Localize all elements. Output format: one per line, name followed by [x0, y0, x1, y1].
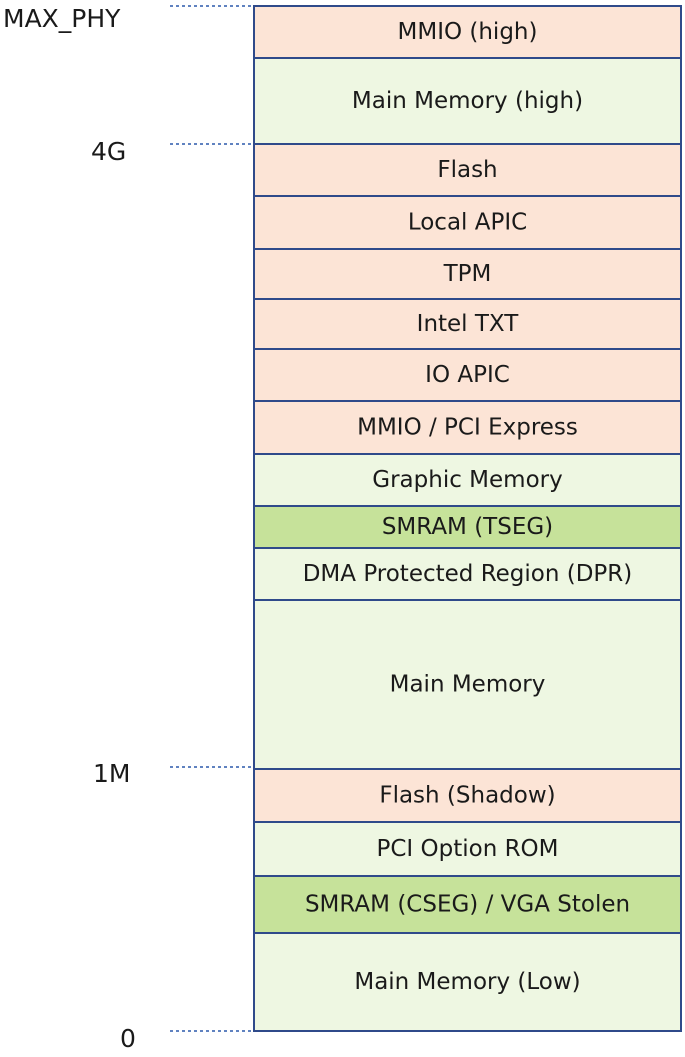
- address-marker-4g: 4G: [91, 137, 254, 166]
- region-label: Main Memory: [390, 672, 546, 698]
- region-label: SMRAM (TSEG): [382, 514, 553, 540]
- region-main-memory-high: Main Memory (high): [253, 57, 682, 145]
- region-box: [253, 143, 682, 197]
- region-smram-tseg: SMRAM (TSEG): [253, 505, 682, 549]
- region-smram-cseg-vga-stolen: SMRAM (CSEG) / VGA Stolen: [253, 875, 682, 934]
- region-label: MMIO / PCI Express: [357, 415, 578, 441]
- region-flash: Flash: [253, 143, 682, 197]
- region-box: [253, 932, 682, 1032]
- region-mmio-high: MMIO (high): [253, 5, 682, 59]
- address-marker-max-phy: MAX_PHY: [3, 4, 254, 33]
- address-markers-layer: MAX_PHY 4G 1M 0: [3, 4, 254, 1053]
- region-label: Local APIC: [408, 210, 527, 236]
- region-box: [253, 400, 682, 455]
- region-graphic-memory: Graphic Memory: [253, 453, 682, 507]
- regions-layer: MMIO (high) Main Memory (high) FlashLocal …: [253, 5, 682, 1032]
- region-dma-protected-region-dpr: DMA Protected Region (DPR): [253, 547, 682, 601]
- region-box: [253, 599, 682, 770]
- region-box: [253, 821, 682, 877]
- region-box: [253, 5, 682, 59]
- region-intel-txt: Intel TXT: [253, 298, 682, 350]
- region-label: Main Memory (Low): [354, 969, 580, 995]
- region-label: Graphic Memory: [372, 467, 562, 493]
- region-box: [253, 505, 682, 549]
- region-label: SMRAM (CSEG) / VGA Stolen: [305, 892, 630, 918]
- region-pci-option-rom: PCI Option ROM: [253, 821, 682, 877]
- address-marker-0: 0: [120, 1024, 254, 1053]
- region-label: Flash: [437, 157, 497, 183]
- region-label: Intel TXT: [417, 311, 520, 337]
- region-main-memory-low: Main Memory (Low): [253, 932, 682, 1032]
- region-box: [253, 57, 682, 145]
- region-mmio-pci-express: MMIO / PCI Express: [253, 400, 682, 455]
- region-box: [253, 298, 682, 350]
- region-io-apic: IO APIC: [253, 348, 682, 402]
- region-label: IO APIC: [425, 362, 510, 388]
- region-label: MMIO (high): [398, 19, 538, 45]
- address-marker-1m: 1M: [93, 759, 254, 788]
- address-marker-label: 4G: [91, 137, 126, 166]
- address-marker-label: 1M: [93, 759, 130, 788]
- region-box: [253, 547, 682, 601]
- address-marker-label: 0: [120, 1024, 136, 1053]
- address-marker-label: MAX_PHY: [3, 4, 121, 33]
- region-tpm: TPM: [253, 248, 682, 300]
- region-label: DMA Protected Region (DPR): [303, 561, 633, 587]
- region-label: TPM: [443, 261, 492, 287]
- region-main-memory: Main Memory: [253, 599, 682, 770]
- region-box: [253, 195, 682, 250]
- region-flash-shadow: Flash (Shadow): [253, 768, 682, 823]
- region-local-apic: Local APIC: [253, 195, 682, 250]
- region-label: PCI Option ROM: [376, 836, 558, 862]
- region-label: Main Memory (high): [352, 88, 583, 114]
- region-label: Flash (Shadow): [379, 783, 555, 809]
